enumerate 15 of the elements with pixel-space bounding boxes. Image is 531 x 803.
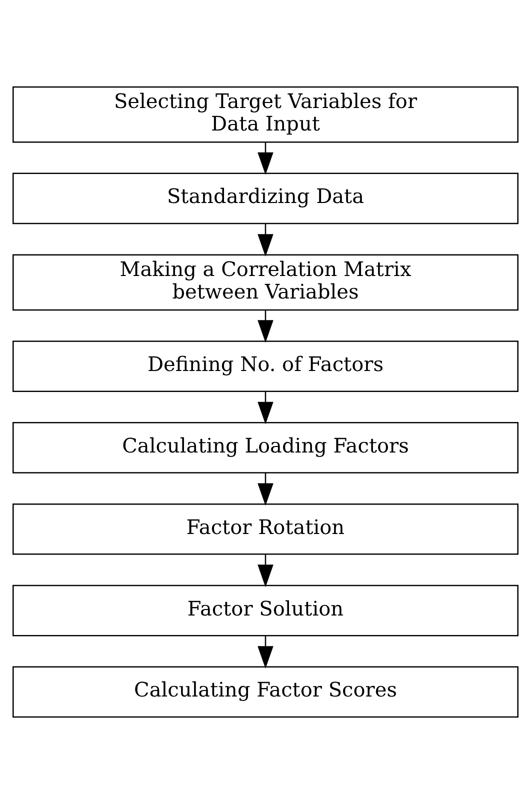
arrow (258, 554, 274, 587)
node-box: Factor Rotation (12, 502, 518, 554)
node-box: Calculating Factor Scores (12, 666, 518, 718)
arrow (258, 635, 274, 668)
node-box: Standardizing Data (12, 172, 518, 224)
arrow (258, 142, 274, 174)
arrow (258, 310, 274, 342)
node-box: Calculating Loading Factors (12, 422, 518, 473)
arrow (258, 223, 274, 256)
node-box: Making a Correlation Matrix between Variables (12, 254, 518, 310)
node-box: Selecting Target Variables for Data Input (12, 86, 518, 142)
node-box: Factor Solution (12, 584, 518, 636)
node-box: Defining No. of Factors (12, 340, 518, 392)
arrow (258, 391, 274, 424)
arrow (258, 472, 274, 506)
